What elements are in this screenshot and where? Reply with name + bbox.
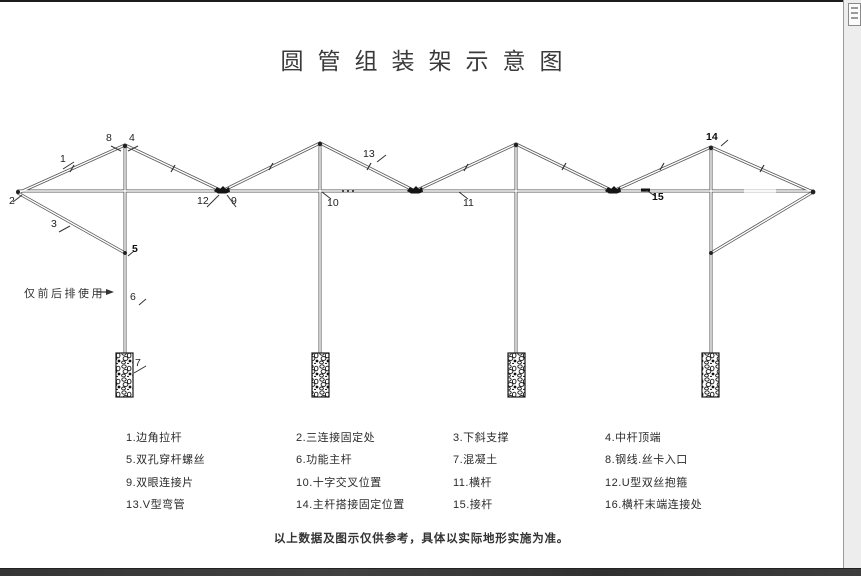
concrete-footings [115,352,720,398]
legend-item-10: 10.十字交叉位置 [296,476,382,489]
joint-dots [16,141,816,255]
valley-clamps [214,186,621,194]
legend-item-14: 14.主杆搭接固定位置 [296,498,405,511]
page-title: 圆管组装架示意图 [280,49,577,74]
legend-item-16: 16.横杆末端连接处 [605,498,703,511]
legend-item-2: 2.三连接固定处 [296,432,376,444]
legend-item-7: 7.混凝土 [453,454,498,467]
top-border-line [0,0,843,2]
legend-item-5: 5.双孔穿杆螺丝 [126,454,206,467]
tube-members-outline [16,141,815,394]
tube-members-core [17,142,814,392]
truss-diagram-svg [12,139,816,398]
legend-item-11: 11.横杆 [453,476,492,489]
legend-item-3: 3.下斜支撑 [453,432,510,444]
legend-item-4: 4.中杆顶端 [605,432,662,444]
legend: 1.边角拉杆 2.三连接固定处 3.下斜支撑 4.中杆顶端 5.双孔穿杆螺丝 6… [126,427,702,516]
document-corner-icon [848,3,861,26]
legend-item-15: 15.接杆 [453,498,493,511]
legend-item-8: 8.钢线.丝卡入口 [605,454,688,467]
disclaimer-note: 以上数据及图示仅供参考，具体以实际地形实施为准。 [273,533,570,545]
legend-item-6: 6.功能主杆 [296,454,353,467]
diagonal-ticks [69,162,765,173]
legend-item-9: 9.双眼连接片 [126,476,194,489]
legend-item-12: 12.U型双丝抱箍 [605,476,688,489]
legend-item-1: 1.边角拉杆 [126,432,183,444]
annotation-arrow [97,289,114,295]
right-gutter [843,0,861,568]
row-usage-annotation: 仅前后排使用 [24,288,105,300]
bottom-dark-bar [0,568,861,576]
label-leaders [12,139,729,374]
legend-item-13: 13.V型弯管 [126,498,186,511]
